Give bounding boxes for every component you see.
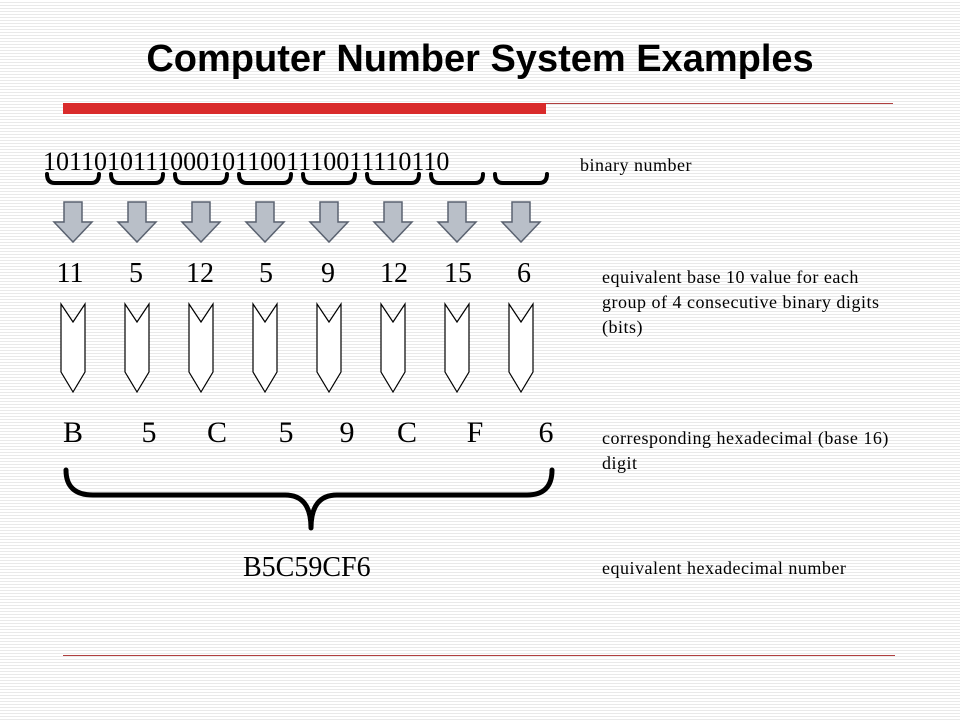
group-bracket: [173, 172, 229, 185]
hex-digit: 9: [339, 416, 355, 449]
hex-digit: 5: [278, 416, 294, 449]
chevron-shape: [252, 302, 278, 394]
large-curly-brace: [63, 467, 555, 531]
down-arrow-icon: [372, 201, 414, 244]
group-bracket: [45, 172, 101, 185]
hex-digit-description: corresponding hexadecimal (base 16) digi…: [602, 428, 889, 473]
slide-title: Computer Number System Examples: [146, 38, 814, 80]
down-arrow-icon: [500, 201, 542, 244]
decimal-value: 12: [380, 258, 408, 289]
bottom-divider-line: [63, 655, 895, 656]
group-bracket: [237, 172, 293, 185]
binary-number: 10110101110001011001110011110110: [43, 147, 450, 176]
chevron-shape: [316, 302, 342, 394]
binary-description: binary number: [580, 155, 692, 175]
chevron-shape: [508, 302, 534, 394]
down-arrow-icon: [52, 201, 94, 244]
decimal-value: 9: [321, 258, 335, 289]
chevron-shape: [188, 302, 214, 394]
decimal-value: 11: [56, 258, 84, 289]
decimal-value: 15: [444, 258, 472, 289]
hex-number-description: equivalent hexadecimal number: [602, 558, 847, 578]
decimal-value: 12: [186, 258, 214, 289]
chevron-shape: [60, 302, 86, 394]
hex-result: B5C59CF6: [243, 552, 371, 583]
chevron-shape: [124, 302, 150, 394]
group-bracket: [429, 172, 485, 185]
chevron-shape: [444, 302, 470, 394]
hex-digit: C: [206, 416, 227, 449]
group-bracket: [365, 172, 421, 185]
group-brackets: [45, 172, 549, 185]
decimal-value: 5: [129, 258, 143, 289]
down-arrows: [52, 201, 542, 244]
down-arrow-icon: [180, 201, 222, 244]
down-arrow-icon: [116, 201, 158, 244]
group-bracket: [109, 172, 165, 185]
decimal-description: equivalent base 10 value for each group …: [602, 267, 880, 337]
hex-digit: 6: [538, 416, 554, 449]
down-arrow-icon: [436, 201, 478, 244]
hex-digit: F: [466, 416, 484, 449]
hex-digit: C: [396, 416, 417, 449]
group-bracket: [493, 172, 549, 185]
chevron-shapes: [60, 302, 534, 394]
hex-digit: B: [62, 416, 83, 449]
hex-digit: 5: [141, 416, 157, 449]
decimal-value: 6: [517, 258, 531, 289]
down-arrow-icon: [308, 201, 350, 244]
title-accent-bar: [63, 103, 546, 114]
down-arrow-icon: [244, 201, 286, 244]
decimal-value: 5: [259, 258, 273, 289]
group-bracket: [301, 172, 357, 185]
chevron-shape: [380, 302, 406, 394]
title-divider-line: [546, 103, 893, 104]
